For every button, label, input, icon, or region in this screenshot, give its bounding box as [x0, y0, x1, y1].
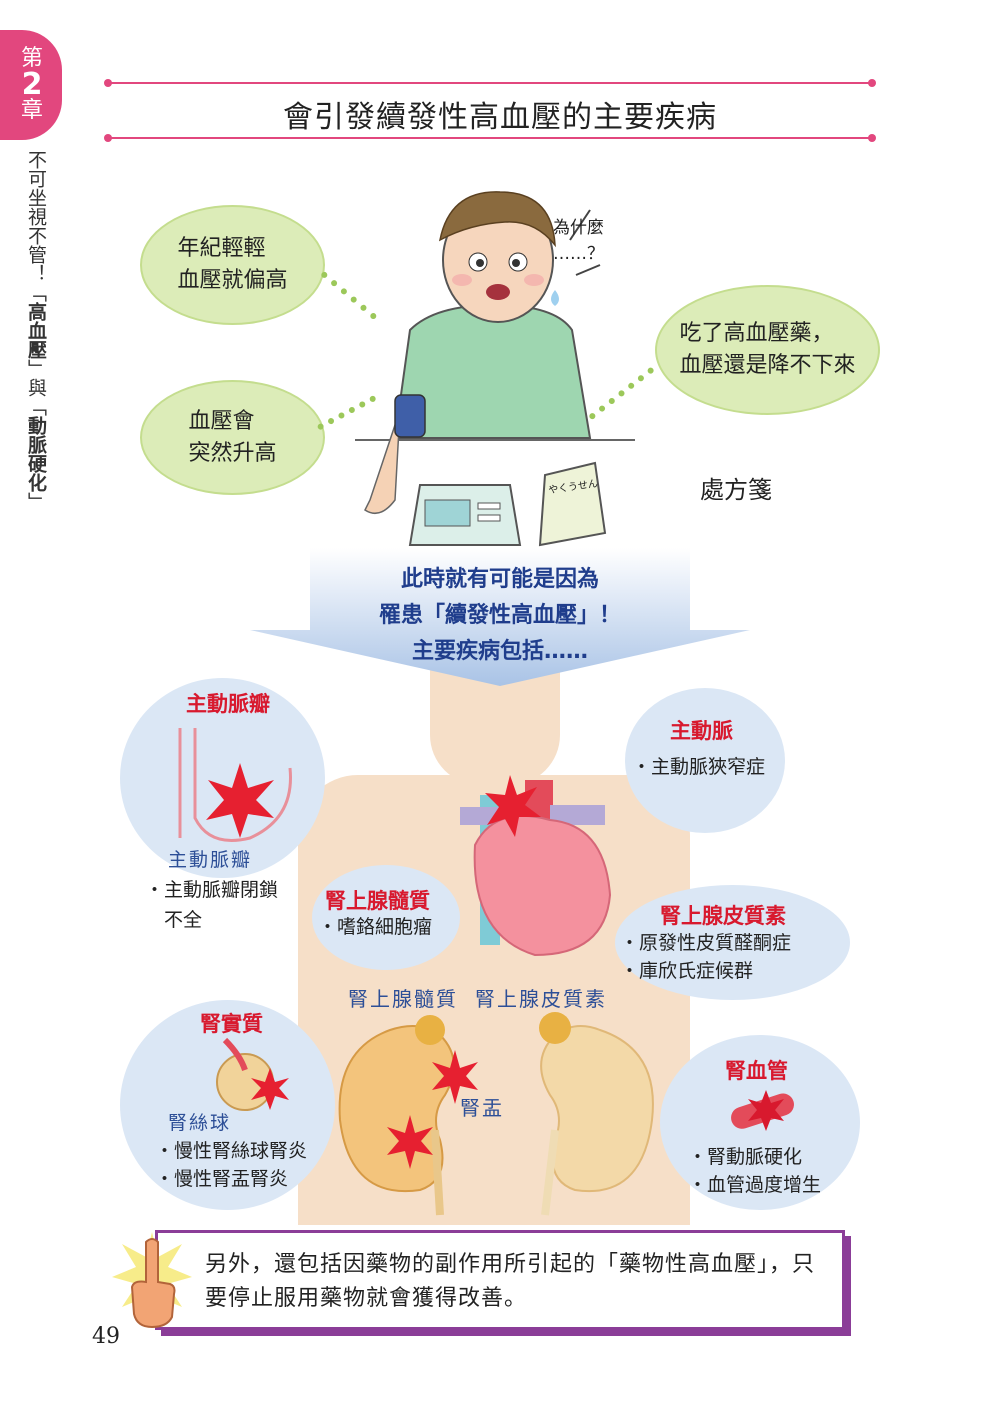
aortic-valve-drawing: [178, 728, 292, 842]
banner-line: 罹患「續發性高血壓」！: [378, 603, 621, 628]
glomerulus-label: 腎絲球: [168, 1112, 232, 1134]
rule-dot: [104, 79, 112, 87]
bottom-rule: [110, 137, 872, 139]
banner-line: 主要疾病包括……: [411, 639, 588, 664]
adrenal-cortex-item: ・原發性皮質醛酮症: [620, 932, 792, 954]
running-head: 不可坐視不管！「高血壓」與「動脈硬化」: [18, 150, 47, 511]
device-illustration: [408, 461, 607, 547]
aortic-valve-heading: 主動脈瓣: [186, 692, 270, 716]
chapter-number: 2: [21, 67, 43, 102]
renal-pelvis-label: 腎盂: [460, 1096, 504, 1120]
aorta-bubble: [625, 688, 785, 833]
speech-text: 為什麼 ……？: [553, 218, 604, 264]
page-title: 會引發續發性高血壓的主要疾病: [283, 100, 717, 135]
aorta-item: ・主動脈狹窄症: [632, 756, 766, 778]
adrenal-cortex-item: ・庫欣氏症候群: [620, 960, 754, 982]
page-number: 49: [92, 1324, 120, 1349]
adrenal-medulla-bubble: [312, 865, 460, 970]
aortic-valve-item: ・主動脈瓣閉鎖 不全: [145, 879, 279, 931]
glomerulus-drawing: [216, 1037, 289, 1111]
boy-illustration: [355, 191, 635, 515]
symptom-text: 吃了高血壓藥， 血壓還是降不下來: [679, 321, 856, 378]
vessel-drawing: [731, 1090, 794, 1131]
aortic-valve-label: 主動脈瓣: [168, 849, 253, 871]
renal-vessel-heading: 腎血管: [725, 1059, 788, 1083]
adrenal-medulla-heading: 腎上腺髓質: [325, 889, 430, 913]
adrenal-medulla-label: 腎上腺髓質: [348, 987, 458, 1011]
renal-vessel-item: ・血管過度增生: [688, 1174, 822, 1196]
renal-vessel-item: ・腎動脈硬化: [688, 1146, 803, 1168]
rule-dot: [868, 134, 876, 142]
top-rule: [110, 82, 872, 84]
aorta-heading: 主動脈: [670, 719, 733, 743]
running-head-bold: 高血壓: [25, 302, 47, 359]
rule-dot: [104, 134, 112, 142]
pointing-hand-icon: [112, 1232, 192, 1329]
running-head-part: 不可坐視不管！「: [25, 150, 47, 302]
symptom-text: 血壓會 突然升高: [188, 408, 277, 466]
adrenal-medulla-item: ・嗜鉻細胞瘤: [318, 916, 433, 938]
rule-dot: [868, 79, 876, 87]
adrenal-cortex-heading: 腎上腺皮質素: [660, 904, 786, 928]
banner-arrow: [250, 548, 750, 686]
symptom-bubble: 年紀輕輕 血壓就偏高: [140, 205, 325, 325]
symptom-text: 年紀輕輕 血壓就偏高: [177, 236, 288, 293]
running-head-part: 」: [25, 492, 47, 511]
chapter-suffix: 章: [20, 98, 43, 123]
adrenal-cortex-label: 腎上腺皮質素: [475, 987, 607, 1011]
chapter-tab: 第 2 章: [0, 30, 62, 140]
neck-silhouette: [430, 665, 560, 785]
chapter-prefix: 第: [20, 46, 43, 71]
running-head-bold: 動脈硬化: [25, 416, 47, 492]
note-text: 另外，還包括因藥物的副作用所引起的「藥物性高血壓」，只要停止服用藥物就會獲得改善…: [205, 1252, 816, 1311]
renal-parenchyma-item: ・慢性腎盂腎炎: [155, 1168, 289, 1190]
banner-text: 此時就有可能是因為 罹患「續發性高血壓」！ 主要疾病包括……: [300, 562, 700, 670]
adrenal-cortex-bubble: [615, 885, 850, 1000]
running-head-part: 」與「: [25, 359, 47, 416]
heart-illustration: [460, 775, 612, 957]
kidneys-illustration: [338, 1012, 654, 1216]
symptom-bubble: 吃了高血壓藥， 血壓還是降不下來: [655, 285, 880, 415]
prescription-label: 處方箋: [700, 476, 772, 504]
banner-line: 此時就有可能是因為: [400, 567, 599, 592]
renal-parenchyma-heading: 腎實質: [200, 1012, 263, 1036]
renal-parenchyma-item: ・慢性腎絲球腎炎: [155, 1140, 308, 1162]
symptom-bubble: 血壓會 突然升高: [140, 380, 325, 495]
